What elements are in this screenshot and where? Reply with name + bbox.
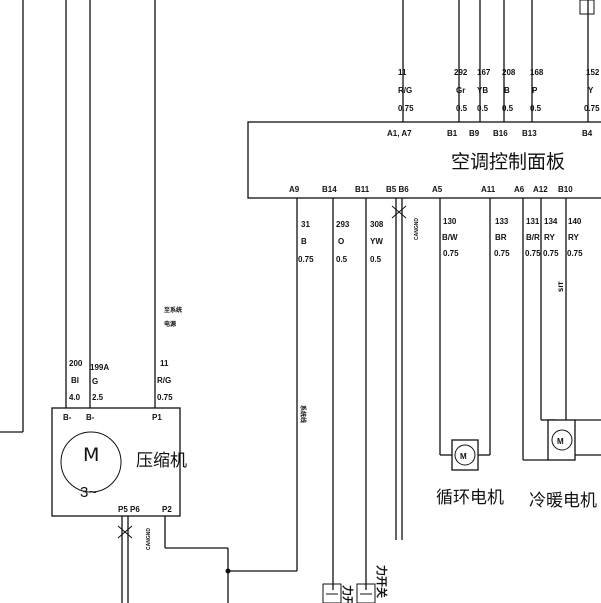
annotation-to-system: 至系统 [164,306,182,314]
sit-label: SIT [558,280,565,292]
top-wire-size-4: 0.5 [530,104,542,113]
top-wire-num-4: 168 [530,68,544,77]
panel-top-pin-2: B9 [469,129,480,138]
panel-bottom-pin-7: A12 [533,185,548,194]
panel-top-pin-3: B16 [493,129,508,138]
annotation-system-wire: 系统线 [299,405,307,423]
bottom-wire-color-4: BR [495,233,507,242]
compressor-wire-size-2: 0.75 [157,393,173,402]
bottom-wire-color-7: RY [568,233,579,242]
top-wire-size-3: 0.5 [502,104,514,113]
bottom-wire-labels: 31 B 0.75 293 O 0.5 308 YW 0.5 130 B/W 0… [298,217,583,292]
panel-bottom-pin-8: B10 [558,185,573,194]
panel-top-pin-5: B4 [582,129,593,138]
heat-cool-motor-symbol: M [557,437,564,446]
panel-top-pin-0: A1, A7 [387,129,412,138]
bottom-wire-color-1: O [338,237,344,246]
compressor-wire-color-0: Bl [71,376,79,385]
top-wire-color-0: R/G [398,86,412,95]
compressor-wire-color-1: G [92,377,98,386]
bottom-wire-color-5: B/R [526,233,540,242]
compressor-pin-4: P2 [162,505,172,514]
bottom-wire-num-4: 133 [495,217,509,226]
bottom-wire-num-2: 308 [370,220,384,229]
top-wire-size-0: 0.75 [398,104,414,113]
panel-bottom-pin-4: A5 [432,185,443,194]
bottom-wire-size-3: 0.75 [443,249,459,258]
top-wire-num-2: 167 [477,68,491,77]
top-wires [402,0,595,122]
top-wire-color-1: Gr [456,86,465,95]
panel-bottom-pin-3: B5 B6 [386,185,409,194]
top-wire-color-3: B [504,86,510,95]
bottom-wire-num-3: 130 [443,217,457,226]
top-wire-color-2: YB [477,86,488,95]
heat-cool-motor-label: 冷暖电机 [529,491,597,511]
top-wire-labels: 11 R/G 0.75 292 Gr 0.5 167 YB 0.5 208 B … [398,68,600,113]
switch-label-1: 力开关 [375,565,389,598]
circulation-motor: M 循环电机 [436,439,504,508]
compressor-wire-num-2: 11 [160,359,169,368]
circulation-motor-symbol: M [460,452,467,461]
bottom-wire-num-7: 140 [568,217,582,226]
panel-top-pin-1: B1 [447,129,458,138]
compressor-wire-num-1: 199A [90,363,109,372]
top-wire-num-3: 208 [502,68,516,77]
bottom-switches: 力开关 力开关 [322,565,389,603]
top-wire-color-5: Y [588,86,594,95]
top-wire-size-1: 0.5 [456,104,468,113]
top-wire-num-5: 152 [586,68,600,77]
bottom-wire-size-6: 0.75 [543,249,559,258]
annotation-power: 电源 [164,320,176,328]
compressor-motor-symbol: M [83,444,99,466]
bottom-wires [228,198,601,590]
bottom-wire-color-0: B [301,237,307,246]
compressor-pin-2: P1 [152,413,162,422]
left-wires [0,0,156,433]
compressor-label: 压缩机 [136,451,187,471]
top-wire-size-2: 0.5 [477,104,489,113]
panel-bottom-pin-2: B11 [355,185,370,194]
top-wire-num-0: 11 [398,68,407,77]
top-wire-num-1: 292 [454,68,468,77]
bottom-wire-size-0: 0.75 [298,255,314,264]
bottom-wire-num-1: 293 [336,220,350,229]
bottom-wire-size-4: 0.75 [494,249,510,258]
can-label-compressor: CANGND [146,528,152,550]
panel-bottom-pin-5: A11 [481,185,496,194]
panel-bottom-pin-0: A9 [289,185,300,194]
control-panel: 空调控制面板 A1, A7 B1 B9 B16 B13 B4 A9 B14 B1… [247,121,601,199]
compressor-wire-size-1: 2.5 [92,393,104,402]
top-wire-size-5: 0.75 [584,104,600,113]
compressor: M 3~ 压缩机 B- B- P1 P5 P6 P2 200 Bl 4.0 19… [51,306,307,603]
circulation-motor-label: 循环电机 [436,488,504,508]
compressor-wire-num-0: 200 [69,359,83,368]
heat-cool-motor: M 冷暖电机 [529,419,597,511]
bottom-wire-color-6: RY [544,233,555,242]
panel-title: 空调控制面板 [451,151,565,173]
compressor-wire-color-2: R/G [157,376,171,385]
compressor-pin-0: B- [63,413,72,422]
bottom-wire-size-1: 0.5 [336,255,348,264]
bottom-wire-num-0: 31 [301,220,310,229]
can-label-panel: CANGND [414,218,420,240]
compressor-pin-3: P5 P6 [118,505,140,514]
bottom-wire-color-2: YW [370,237,383,246]
compressor-wire-size-0: 4.0 [69,393,81,402]
bottom-wire-num-6: 134 [544,217,558,226]
compressor-pin-1: B- [86,413,95,422]
bottom-wire-size-2: 0.5 [370,255,382,264]
bottom-wire-color-3: B/W [442,233,458,242]
panel-top-pin-4: B13 [522,129,537,138]
top-wire-color-4: P [532,86,538,95]
panel-bottom-pin-6: A6 [514,185,525,194]
bottom-wire-size-5: 0.75 [525,249,541,258]
panel-bottom-pin-1: B14 [322,185,337,194]
bottom-wire-num-5: 131 [526,217,540,226]
compressor-phase: 3~ [80,484,97,501]
bottom-wire-size-7: 0.75 [567,249,583,258]
switch-label-0: 力开关 [341,585,355,603]
